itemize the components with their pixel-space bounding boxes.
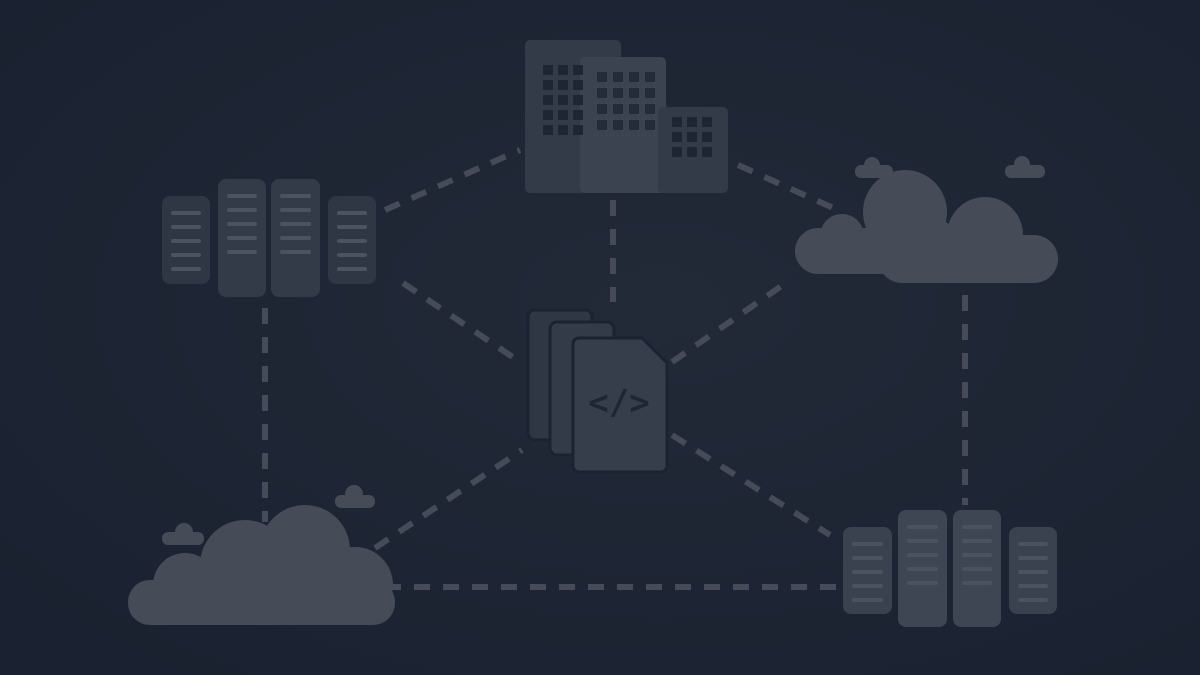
server-slot <box>171 225 201 229</box>
window <box>543 110 553 120</box>
window <box>687 147 697 157</box>
window <box>597 72 607 82</box>
window <box>613 72 623 82</box>
server-slot <box>337 267 367 271</box>
code-glyph: </> <box>588 383 649 423</box>
server-slot <box>171 239 201 243</box>
server-slot <box>907 567 938 571</box>
window <box>558 95 568 105</box>
server-rack-icon <box>162 179 376 297</box>
window <box>573 125 583 135</box>
connector-line <box>670 277 792 365</box>
window <box>672 117 682 127</box>
window <box>543 95 553 105</box>
connector-line <box>383 147 522 213</box>
window <box>573 65 583 75</box>
cloud-icon <box>795 156 1058 283</box>
window <box>597 120 607 130</box>
window <box>645 88 655 98</box>
cloud-icon <box>128 485 395 625</box>
server-slot <box>227 208 257 212</box>
window <box>558 110 568 120</box>
server-slot <box>1018 570 1048 574</box>
server-slot <box>852 570 883 574</box>
window <box>702 147 712 157</box>
window <box>543 125 553 135</box>
connector-line <box>401 280 522 365</box>
server-slot <box>171 267 201 271</box>
server-slot <box>907 553 938 557</box>
server-slot <box>962 539 992 543</box>
server-slot <box>1018 598 1048 602</box>
connectors <box>262 147 968 590</box>
server-slot <box>227 222 257 226</box>
window <box>645 120 655 130</box>
window <box>629 120 639 130</box>
window <box>573 95 583 105</box>
window <box>573 80 583 90</box>
server-slot <box>280 250 311 254</box>
server-slot <box>280 208 311 212</box>
window <box>558 125 568 135</box>
server-slot <box>852 584 883 588</box>
window <box>629 72 639 82</box>
server-slot <box>337 253 367 257</box>
server-slot <box>907 581 938 585</box>
server-slot <box>852 542 883 546</box>
server-slot <box>337 239 367 243</box>
server-slot <box>171 211 201 215</box>
window <box>702 132 712 142</box>
window <box>558 65 568 75</box>
window <box>645 72 655 82</box>
connector-line <box>736 162 844 215</box>
window <box>629 88 639 98</box>
server-slot <box>171 253 201 257</box>
server-slot <box>852 556 883 560</box>
window <box>645 104 655 114</box>
window <box>629 104 639 114</box>
server-slot <box>852 598 883 602</box>
server-slot <box>962 525 992 529</box>
server-slot <box>1018 542 1048 546</box>
window <box>672 147 682 157</box>
window <box>702 117 712 127</box>
server-slot <box>962 581 992 585</box>
window <box>672 132 682 142</box>
window <box>613 104 623 114</box>
window <box>613 88 623 98</box>
code-documents-icon: </> <box>526 308 669 474</box>
server-slot <box>227 236 257 240</box>
server-slot <box>907 539 938 543</box>
connector-line <box>670 432 832 538</box>
window <box>687 132 697 142</box>
server-slot <box>227 194 257 198</box>
server-slot <box>280 222 311 226</box>
office-buildings-icon <box>525 40 728 193</box>
window <box>687 117 697 127</box>
window <box>543 80 553 90</box>
window <box>597 88 607 98</box>
server-slot <box>280 194 311 198</box>
server-slot <box>280 236 311 240</box>
server-slot <box>337 211 367 215</box>
server-slot <box>337 225 367 229</box>
window <box>543 65 553 75</box>
server-rack-icon <box>843 510 1057 627</box>
connector-line <box>373 447 524 551</box>
server-slot <box>227 250 257 254</box>
window <box>573 110 583 120</box>
server-slot <box>907 525 938 529</box>
window <box>558 80 568 90</box>
window <box>597 104 607 114</box>
window <box>613 120 623 130</box>
server-slot <box>962 567 992 571</box>
server-slot <box>1018 556 1048 560</box>
server-slot <box>962 553 992 557</box>
server-slot <box>1018 584 1048 588</box>
